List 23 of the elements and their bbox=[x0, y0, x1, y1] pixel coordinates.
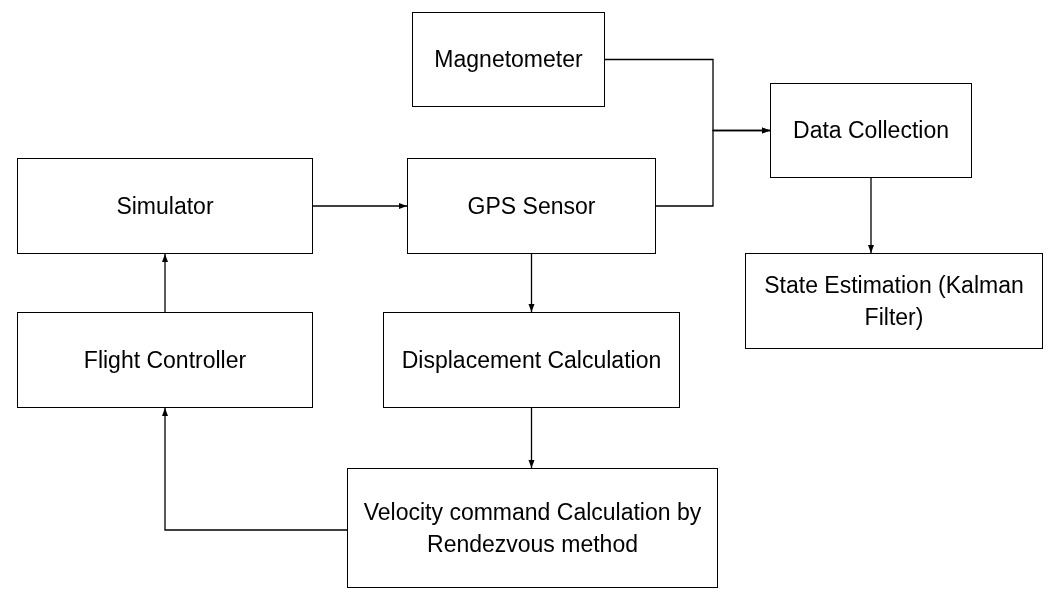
box-label: State Estimation (Kalman Filter) bbox=[763, 270, 1025, 332]
process-box bbox=[745, 253, 1043, 349]
arrow bbox=[528, 407, 535, 469]
process-box bbox=[407, 158, 656, 254]
box-label: Data Collection bbox=[793, 116, 949, 146]
arrow bbox=[162, 253, 168, 313]
arrow bbox=[528, 253, 535, 313]
process-box bbox=[383, 312, 680, 408]
box-label: Flight Controller bbox=[83, 345, 247, 375]
process-box bbox=[17, 312, 313, 408]
process-box bbox=[770, 83, 972, 178]
box-label: Simulator bbox=[116, 191, 214, 221]
arrow bbox=[162, 407, 348, 531]
process-box bbox=[347, 468, 718, 588]
arrow bbox=[655, 127, 771, 207]
arrow bbox=[312, 203, 408, 209]
box-label: Displacement Calculation bbox=[401, 345, 662, 375]
process-box bbox=[17, 158, 313, 254]
box-label: GPS Sensor bbox=[467, 191, 596, 221]
box-label: Magnetometer bbox=[434, 45, 583, 75]
arrow bbox=[868, 177, 874, 254]
process-box bbox=[412, 12, 605, 107]
box-label: Velocity command Calculation by Rendezvous method bbox=[362, 497, 703, 559]
